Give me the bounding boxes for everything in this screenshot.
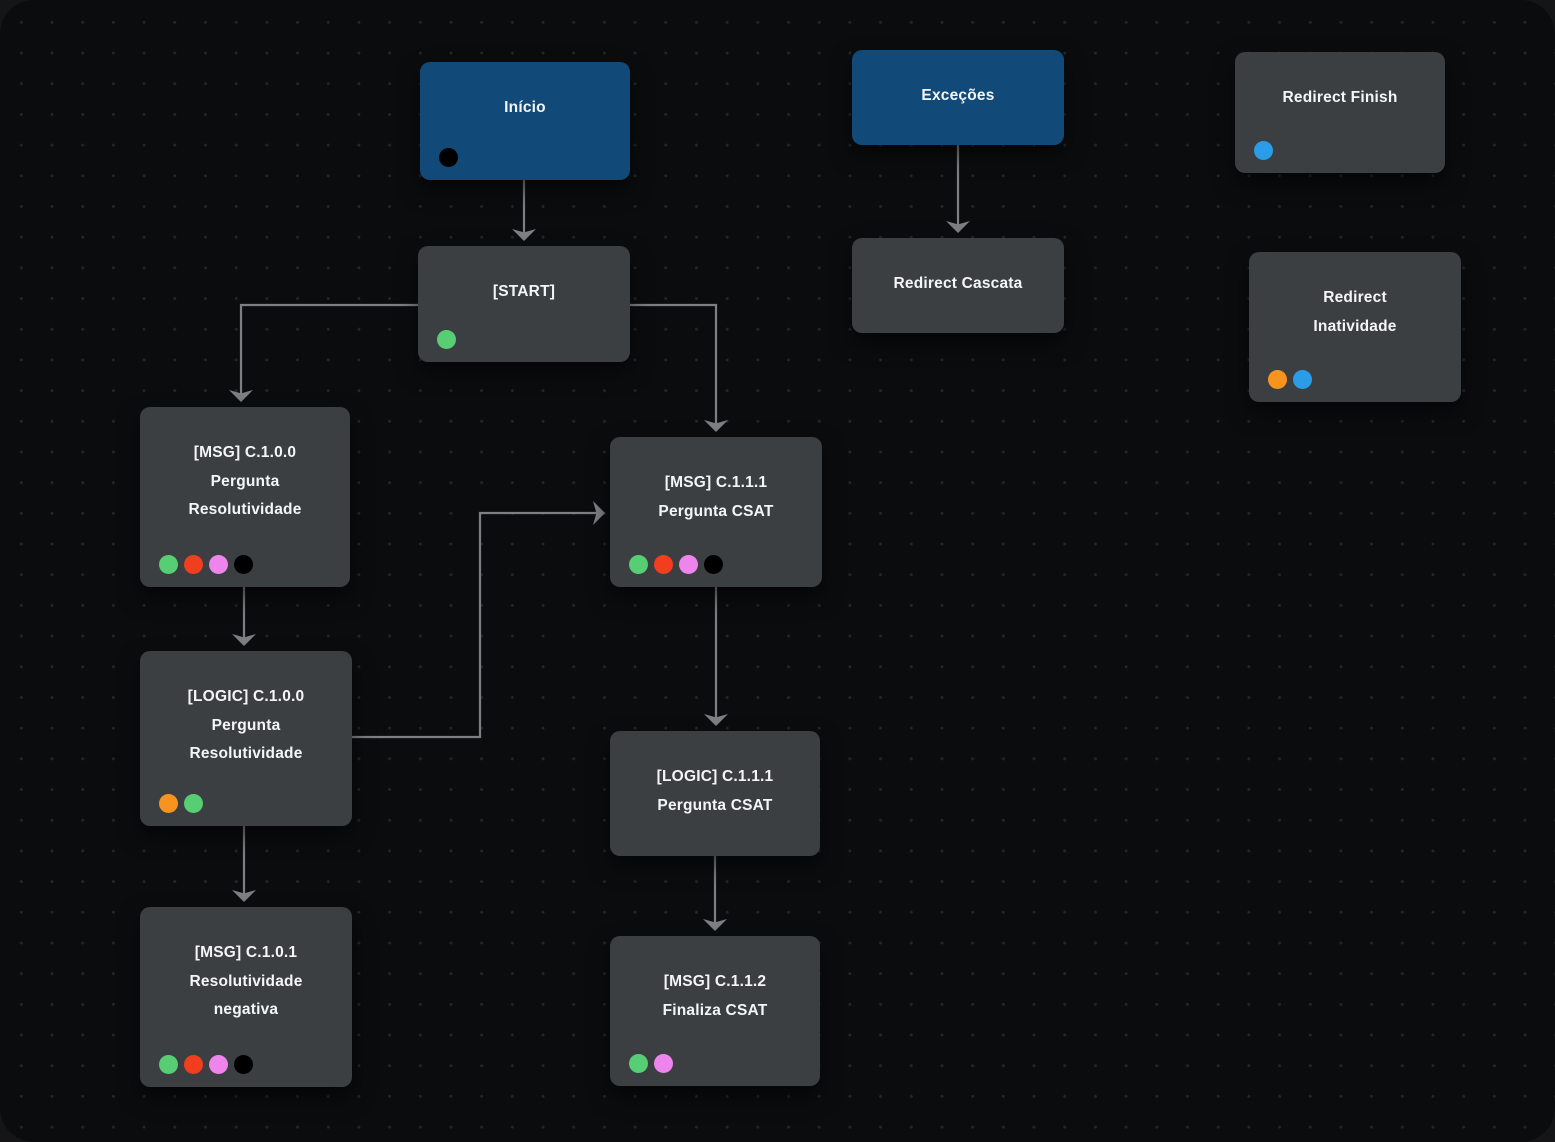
port-row — [159, 555, 253, 574]
node-label: [MSG] C.1.1.2 Finaliza CSAT — [662, 973, 768, 1019]
node-label: Redirect Inatividade — [1313, 289, 1397, 335]
port-row — [629, 555, 723, 574]
port-red[interactable] — [184, 555, 203, 574]
port-black[interactable] — [439, 148, 458, 167]
port-row — [629, 1054, 673, 1073]
port-orange[interactable] — [159, 794, 178, 813]
node-start[interactable]: [START] — [418, 246, 630, 362]
edge-start-to-msg-c100[interactable] — [229, 303, 418, 402]
node-msg-c111[interactable]: [MSG] C.1.1.1 Pergunta CSAT — [610, 437, 822, 587]
node-label: [MSG] C.1.1.1 Pergunta CSAT — [658, 474, 774, 520]
edge-start-to-msg-c111[interactable] — [630, 303, 728, 432]
port-row — [437, 330, 456, 349]
node-excecoes[interactable]: Exceções — [852, 50, 1064, 145]
node-logic-c111[interactable]: [LOGIC] C.1.1.1 Pergunta CSAT — [610, 731, 820, 856]
edge-logic-c100-to-msg-c111[interactable] — [352, 501, 605, 739]
port-black[interactable] — [234, 555, 253, 574]
node-msg-c112[interactable]: [MSG] C.1.1.2 Finaliza CSAT — [610, 936, 820, 1086]
node-redirect-inatividade[interactable]: Redirect Inatividade — [1249, 252, 1461, 402]
port-pink[interactable] — [209, 1055, 228, 1074]
port-pink[interactable] — [654, 1054, 673, 1073]
node-label: Redirect Finish — [1282, 89, 1398, 106]
port-pink[interactable] — [209, 555, 228, 574]
port-green[interactable] — [159, 555, 178, 574]
port-row — [1254, 141, 1273, 160]
node-label: [LOGIC] C.1.1.1 Pergunta CSAT — [656, 768, 774, 814]
port-red[interactable] — [184, 1055, 203, 1074]
node-label: Redirect Cascata — [893, 275, 1023, 292]
node-msg-c101[interactable]: [MSG] C.1.0.1 Resolutividade negativa — [140, 907, 352, 1087]
port-red[interactable] — [654, 555, 673, 574]
port-blue[interactable] — [1254, 141, 1273, 160]
port-green[interactable] — [437, 330, 456, 349]
port-row — [1268, 370, 1312, 389]
port-blue[interactable] — [1293, 370, 1312, 389]
node-label: Exceções — [921, 87, 995, 104]
node-label: [LOGIC] C.1.0.0 Pergunta Resolutividade — [187, 688, 305, 762]
node-logic-c100[interactable]: [LOGIC] C.1.0.0 Pergunta Resolutividade — [140, 651, 352, 826]
node-label: [MSG] C.1.0.1 Resolutividade negativa — [189, 944, 303, 1018]
port-black[interactable] — [704, 555, 723, 574]
port-green[interactable] — [184, 794, 203, 813]
node-msg-c100[interactable]: [MSG] C.1.0.0 Pergunta Resolutividade — [140, 407, 350, 587]
node-label: [MSG] C.1.0.0 Pergunta Resolutividade — [188, 444, 302, 518]
port-green[interactable] — [159, 1055, 178, 1074]
node-redirect-cascata[interactable]: Redirect Cascata — [852, 238, 1064, 333]
port-green[interactable] — [629, 1054, 648, 1073]
node-inicio[interactable]: Início — [420, 62, 630, 180]
port-orange[interactable] — [1268, 370, 1287, 389]
node-label: [START] — [492, 283, 556, 300]
port-row — [159, 794, 203, 813]
node-redirect-finish[interactable]: Redirect Finish — [1235, 52, 1445, 173]
port-green[interactable] — [629, 555, 648, 574]
port-pink[interactable] — [679, 555, 698, 574]
port-row — [159, 1055, 253, 1074]
port-black[interactable] — [234, 1055, 253, 1074]
node-label: Início — [504, 99, 546, 116]
port-row — [439, 148, 458, 167]
